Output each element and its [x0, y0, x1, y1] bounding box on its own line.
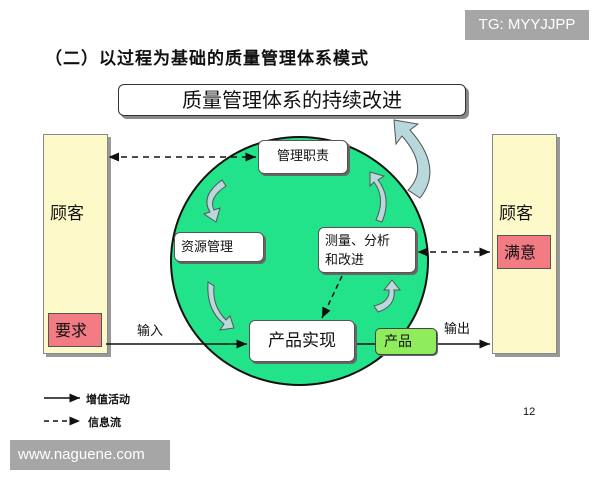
requirements-box: 要求 — [48, 313, 102, 347]
customer-left: 顾客 要求 — [43, 134, 108, 354]
cycle-arrow-4 — [369, 171, 387, 223]
customer-left-label: 顾客 — [50, 204, 84, 224]
product-box: 产品 — [375, 328, 437, 355]
measurement-analysis-box: 测量、分析 和改进 — [318, 227, 416, 273]
info-flow-measure — [321, 275, 343, 319]
satisfaction-box: 满意 — [497, 235, 551, 269]
management-responsibility-box: 管理职责 — [258, 140, 348, 174]
resource-management-box: 资源管理 — [174, 232, 264, 262]
cycle-arrow-2 — [207, 281, 235, 331]
continuous-improvement-banner: 质量管理体系的持续改进 — [118, 84, 466, 116]
cycle-arrow-3 — [373, 279, 402, 313]
output-label: 输出 — [444, 322, 471, 337]
legend-solid-label: 增值活动 — [86, 393, 130, 406]
customer-right-label: 顾客 — [499, 204, 533, 224]
legend-dashed-label: 信息流 — [88, 416, 121, 429]
customer-right: 顾客 满意 — [492, 134, 557, 354]
page-number: 12 — [523, 406, 536, 418]
watermark-top: TG: MYYJJPP — [465, 10, 589, 40]
measure-line2: 和改进 — [325, 253, 365, 268]
measure-line1: 测量、分析 — [325, 234, 391, 249]
page-heading: （二）以过程为基础的质量管理体系模式 — [45, 49, 369, 69]
watermark-bottom: www.naguene.com — [10, 440, 170, 470]
improvement-arrow — [393, 119, 431, 199]
product-realization-box: 产品实现 — [249, 320, 355, 362]
input-label: 输入 — [137, 324, 164, 339]
cycle-arrow-1 — [202, 179, 227, 223]
